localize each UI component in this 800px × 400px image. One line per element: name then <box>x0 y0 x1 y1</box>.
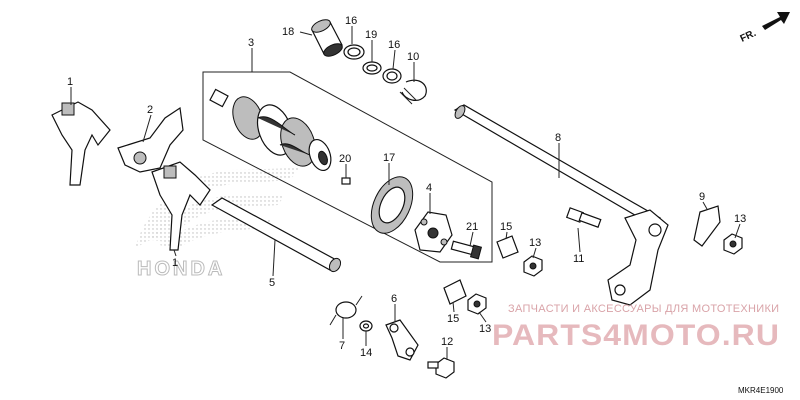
callout-18: 18 <box>282 26 294 38</box>
callout-3: 3 <box>248 37 254 49</box>
plate-9 <box>693 205 721 247</box>
callout-19: 19 <box>365 29 377 41</box>
stopper-pin-11 <box>565 207 602 228</box>
callout-11: 11 <box>573 253 584 265</box>
shift-fork-2 <box>117 106 184 173</box>
callout-21: 21 <box>466 221 478 233</box>
callout-13b: 13 <box>734 213 746 225</box>
callout-15b: 15 <box>447 313 459 325</box>
bolt-13-upper <box>523 255 543 277</box>
callout-14: 14 <box>360 347 372 359</box>
bolt-21 <box>450 240 483 260</box>
front-direction-arrow: FR. <box>739 12 790 45</box>
callout-16b: 16 <box>388 39 400 51</box>
callout-12: 12 <box>441 336 453 348</box>
callout-8: 8 <box>555 132 561 144</box>
watermark-tagline: ЗАПЧАСТИ И АКСЕССУАРЫ ДЛЯ МОТОТЕХНИКИ <box>508 303 779 315</box>
shift-drum-center <box>414 211 453 253</box>
leader-lines <box>70 26 741 360</box>
watermark: ЗАПЧАСТИ И АКСЕССУАРЫ ДЛЯ МОТОТЕХНИКИ PA… <box>492 303 780 352</box>
callout-1a: 1 <box>67 76 73 88</box>
diagram-code: MKR4E1900 <box>738 386 784 395</box>
bolt-13-right <box>723 233 743 255</box>
fr-label: FR. <box>739 28 758 45</box>
spring-7 <box>329 295 363 326</box>
callout-7: 7 <box>339 340 345 352</box>
callout-6: 6 <box>391 293 397 305</box>
bolt-12 <box>427 357 455 379</box>
plate-15-lower <box>443 279 467 305</box>
callout-20: 20 <box>339 153 351 165</box>
spring-10 <box>399 79 427 105</box>
assembly-outline <box>202 71 493 263</box>
gearshift-spindle <box>453 104 669 306</box>
shift-drum <box>209 88 332 172</box>
pin-20 <box>341 177 351 185</box>
needle-bearing <box>311 19 343 57</box>
fork-shaft <box>210 197 342 271</box>
callout-9: 9 <box>699 191 705 203</box>
shift-fork-1-left <box>51 101 111 186</box>
ball-bearing <box>370 176 414 234</box>
callout-5: 5 <box>269 277 275 289</box>
bolt-13-lower <box>467 293 487 315</box>
callout-1b: 1 <box>172 257 178 269</box>
callout-16a: 16 <box>345 15 357 27</box>
callout-15a: 15 <box>500 221 512 233</box>
stopper-arm-6 <box>385 319 419 361</box>
watermark-brand: PARTS4MOTO.RU <box>492 319 780 352</box>
callout-4: 4 <box>426 182 432 194</box>
callout-17: 17 <box>383 152 395 164</box>
honda-brand-text: HONDA <box>137 258 225 280</box>
callout-2: 2 <box>147 104 153 116</box>
callout-labels: 1 2 3 18 16 19 16 10 8 17 20 4 21 15 13 … <box>67 15 746 359</box>
callout-13c: 13 <box>479 323 491 335</box>
shift-fork-1-center <box>151 161 211 251</box>
plate-15-upper <box>496 235 519 259</box>
callout-10: 10 <box>407 51 419 63</box>
callout-13a: 13 <box>529 237 541 249</box>
